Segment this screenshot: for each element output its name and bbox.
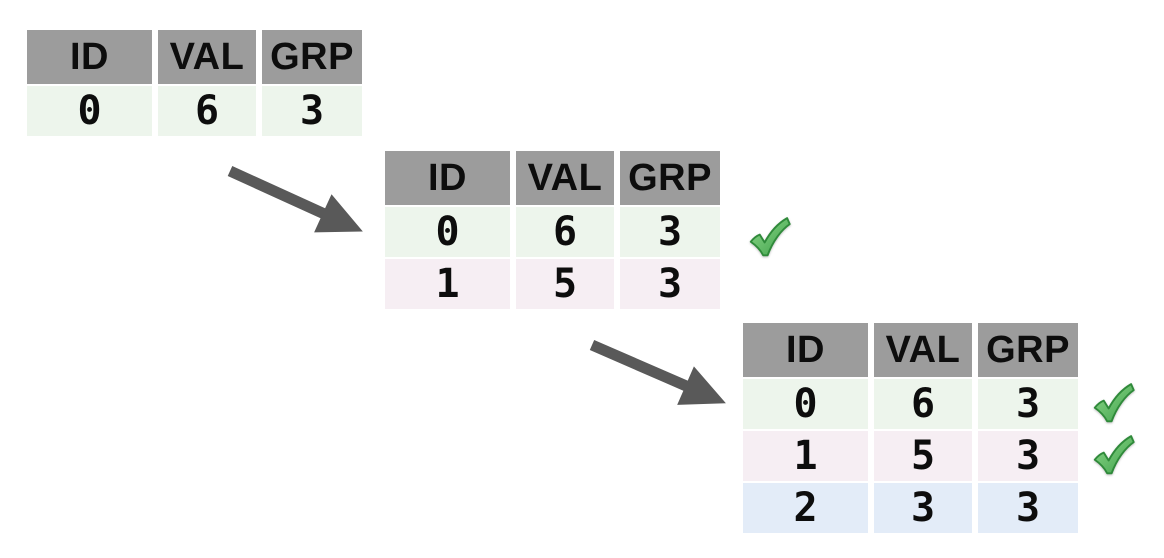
arrow-step1-to-step2-icon	[227, 165, 363, 233]
data-cell: 6	[158, 86, 256, 136]
data-cell: 3	[978, 379, 1078, 429]
table-step-2: ID VAL GRP 0 6 3 1 5 3	[385, 151, 720, 309]
data-cell: 1	[385, 259, 510, 309]
data-cell: 5	[874, 431, 972, 481]
data-cell: 3	[978, 483, 1078, 533]
data-cell: 3	[620, 259, 720, 309]
check-mark-icon	[1093, 383, 1135, 423]
table-step-3: ID VAL GRP 0 6 3 1 5 3 2 3 3	[743, 323, 1078, 533]
arrow-step2-to-step3-icon	[589, 339, 726, 405]
header-cell-grp: GRP	[978, 323, 1078, 377]
header-cell-grp: GRP	[620, 151, 720, 205]
data-cell: 3	[874, 483, 972, 533]
data-cell: 6	[516, 207, 614, 257]
data-cell: 1	[743, 431, 868, 481]
header-cell-grp: GRP	[262, 30, 362, 84]
header-cell-id: ID	[27, 30, 152, 84]
data-cell: 5	[516, 259, 614, 309]
data-cell: 3	[978, 431, 1078, 481]
header-cell-val: VAL	[158, 30, 256, 84]
data-cell: 0	[27, 86, 152, 136]
data-cell: 2	[743, 483, 868, 533]
check-mark-icon	[1093, 435, 1135, 475]
data-cell: 0	[743, 379, 868, 429]
check-mark-icon	[749, 217, 791, 257]
data-cell: 3	[262, 86, 362, 136]
data-cell: 6	[874, 379, 972, 429]
data-cell: 3	[620, 207, 720, 257]
header-cell-id: ID	[385, 151, 510, 205]
header-cell-id: ID	[743, 323, 868, 377]
table-step-1: ID VAL GRP 0 6 3	[27, 30, 362, 136]
data-cell: 0	[385, 207, 510, 257]
header-cell-val: VAL	[874, 323, 972, 377]
header-cell-val: VAL	[516, 151, 614, 205]
